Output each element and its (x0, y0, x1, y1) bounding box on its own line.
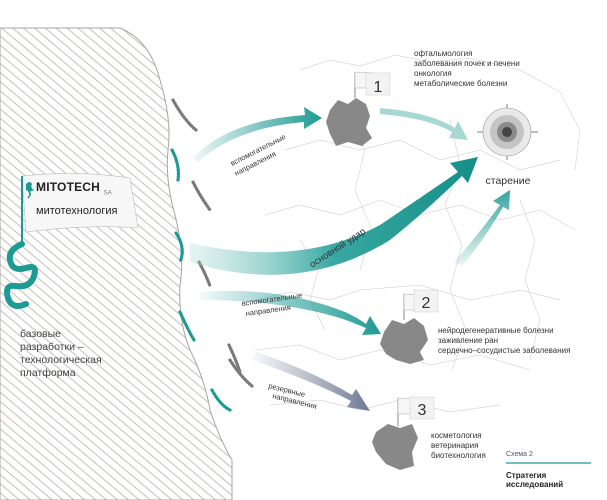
brand-flag (21, 173, 139, 245)
scheme-title: Стратегия исследований (506, 471, 563, 489)
target-2-number: 2 (422, 295, 431, 312)
target-3-item: ветеринария (431, 441, 479, 450)
goal-target (477, 104, 538, 160)
brand-name: MITOTECH SA (36, 180, 112, 196)
scheme-label: Схема 2 (506, 451, 533, 458)
arrow-target2-to-goal (454, 190, 510, 266)
arrow-target1-to-goal (380, 108, 468, 140)
mito-squiggle-icon (4, 241, 38, 309)
target-1-number: 1 (374, 79, 383, 96)
arrow-auxiliary-1 (192, 107, 322, 162)
target-2-item: сердечно–сосудистые заболевания (438, 346, 571, 355)
brand-tag: SA (103, 190, 112, 197)
brand-name-text: MITOTECH (36, 180, 101, 194)
target-3-item: биотехнология (431, 451, 486, 460)
platform-label: базовые разработки – технологическая пла… (20, 328, 102, 380)
target-1-item: офтальмология (414, 49, 473, 58)
target-3-list: косметология ветеринария биотехнология (431, 431, 486, 461)
map-background (254, 54, 581, 413)
scheme-title-line: Стратегия (506, 471, 547, 480)
target-1-list: офтальмология заболевания почек и печени… (414, 49, 520, 89)
target-1-item: онкология (414, 69, 452, 78)
arrow-auxiliary-2 (200, 290, 381, 335)
platform-label-line: технологическая (20, 354, 102, 366)
platform-label-line: платформа (20, 367, 76, 379)
target-2-list: нейродегенеративные болезни заживление р… (438, 326, 570, 356)
platform-label-line: разработки – (20, 341, 84, 353)
arrow-reserve (252, 352, 370, 411)
target-2-item: заживление ран (438, 336, 498, 345)
target-3 (372, 396, 435, 470)
arrow-main (190, 157, 478, 275)
target-2 (380, 289, 439, 364)
target-1-item: заболевания почек и печени (414, 59, 520, 68)
target-3-item: косметология (431, 431, 482, 440)
target-2-item: нейродегенеративные болезни (438, 326, 554, 335)
brand-subtitle: митотехнология (36, 205, 118, 217)
target-1-item: метаболические болезни (414, 79, 508, 88)
target-3-number: 3 (418, 402, 427, 419)
scheme-title-line: исследований (506, 480, 564, 489)
platform-label-line: базовые (20, 328, 61, 340)
goal-label: старение (486, 175, 531, 187)
target-1 (326, 71, 391, 146)
